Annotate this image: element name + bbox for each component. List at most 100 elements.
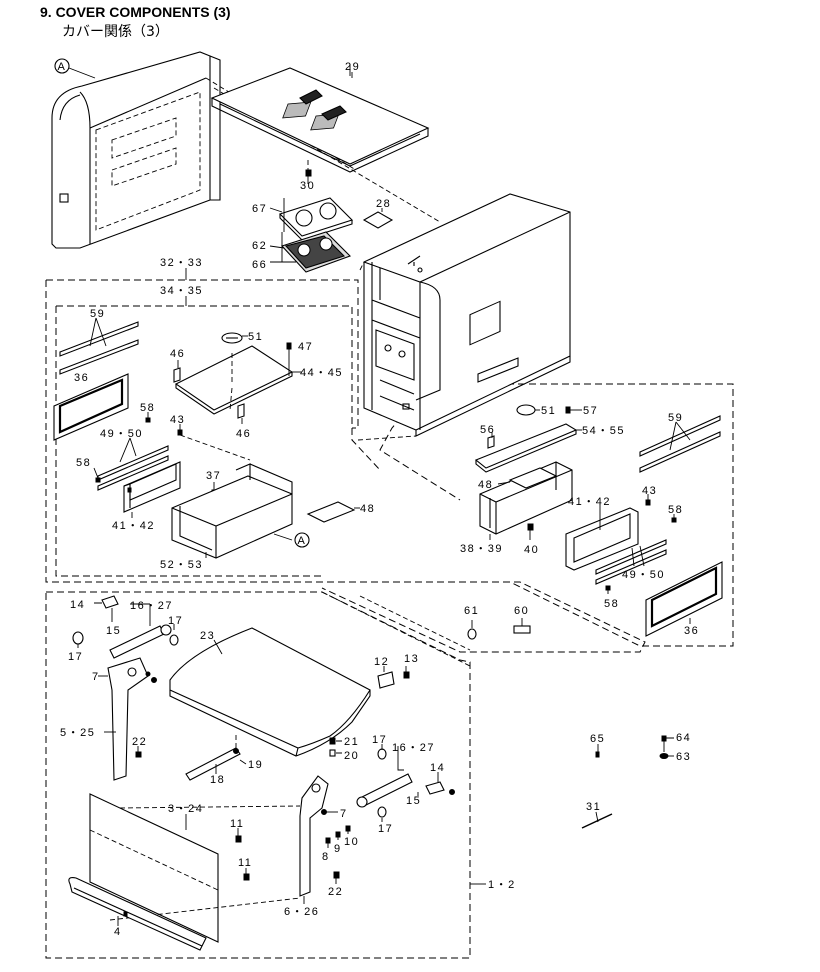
plate-54-55	[474, 423, 582, 473]
label-30: 30	[300, 180, 315, 192]
label-11-top: 11	[230, 818, 244, 830]
main-cabinet-body	[357, 193, 571, 441]
label-3-24: 3・24	[168, 803, 203, 815]
sheet-48-right	[497, 467, 558, 489]
washer-61	[467, 620, 477, 640]
bracket-46-bottom	[237, 403, 245, 424]
label-51-right: 51	[541, 405, 556, 417]
screw-17-right-top	[377, 744, 387, 760]
label-49-50-left: 49・50	[100, 428, 143, 440]
screw-22-left	[135, 746, 142, 758]
label-6-26: 6・26	[284, 906, 319, 918]
label-17-left: 17	[68, 651, 83, 663]
label-16-27-left: 16・27	[130, 600, 173, 612]
label-54-55: 54・55	[582, 425, 625, 437]
label-34-35: 34・35	[160, 285, 203, 297]
screw-13	[403, 666, 410, 679]
screw-7-right	[321, 809, 338, 815]
label-18: 18	[210, 774, 225, 786]
bracket-56	[487, 432, 495, 449]
bracket-41-42-right	[565, 504, 639, 571]
label-16-27-right: 16・27	[392, 742, 435, 754]
group-outlines	[45, 279, 734, 959]
panel-36-left	[53, 373, 129, 441]
label-31: 31	[586, 801, 601, 813]
bars-49-50-right	[595, 539, 667, 585]
ref-marker-a-lower: A	[273, 532, 310, 548]
label-63: 63	[676, 751, 691, 763]
label-43-left: 43	[170, 414, 185, 426]
label-29: 29	[345, 61, 360, 73]
label-65: 65	[590, 733, 605, 745]
label-20: 20	[344, 750, 359, 762]
label-41-42-right: 41・42	[568, 496, 611, 508]
side-arm-6-26	[299, 775, 329, 904]
damper-18-19	[185, 734, 247, 781]
page-subtitle: カバー関係（3）	[62, 24, 169, 40]
strips-59-left	[59, 317, 139, 375]
ref-marker-label-lower: A	[298, 535, 306, 547]
knob-51-right	[516, 404, 540, 416]
label-23: 23	[200, 630, 215, 642]
screw-58-left-top	[145, 412, 151, 423]
plate-44-45	[174, 345, 302, 415]
label-36-right: 36	[684, 625, 699, 637]
label-41-42-left: 41・42	[112, 520, 155, 532]
label-46-top: 46	[170, 348, 185, 360]
label-7-right: 7	[340, 808, 348, 820]
ref-marker-label: A	[58, 61, 66, 73]
label-11-bottom: 11	[238, 857, 252, 869]
screw-11-top	[235, 828, 242, 843]
plate-28	[362, 208, 394, 229]
label-5-25: 5・25	[60, 727, 95, 739]
label-37: 37	[206, 470, 221, 482]
fitting-63-64	[659, 735, 674, 759]
label-59-right: 59	[668, 412, 683, 424]
screw-30	[305, 160, 312, 184]
screw-11-bottom	[243, 868, 250, 881]
gas-spring-right	[356, 746, 413, 808]
fan-guard-62	[269, 231, 351, 273]
hinge-12	[377, 666, 395, 689]
label-15-right: 15	[406, 795, 421, 807]
label-12: 12	[374, 656, 389, 668]
label-58-left-bottom: 58	[76, 457, 91, 469]
label-17-left-top: 17	[168, 615, 183, 627]
label-51-left: 51	[248, 331, 263, 343]
label-67: 67	[252, 203, 267, 215]
label-52-53: 52・53	[160, 559, 203, 571]
label-60: 60	[514, 605, 529, 617]
strips-59-right	[639, 415, 721, 473]
label-14-right: 14	[430, 762, 445, 774]
hinge-14-15-right	[417, 772, 455, 796]
front-panel-3-24	[89, 793, 301, 943]
bracket-46-top	[173, 360, 181, 383]
label-22-right: 22	[328, 886, 343, 898]
label-10: 10	[344, 836, 359, 848]
screw-65	[595, 744, 600, 758]
label-15-left: 15	[106, 625, 121, 637]
ref-marker-a-top: A	[54, 58, 96, 79]
label-64: 64	[676, 732, 691, 744]
part-31	[581, 811, 613, 829]
sheet-48-left	[306, 501, 360, 523]
label-58-left-top: 58	[140, 402, 155, 414]
screw-22-right	[333, 871, 340, 884]
screws-8-9-10	[325, 825, 351, 848]
label-40: 40	[524, 544, 539, 556]
label-32-33: 32・33	[160, 257, 203, 269]
label-46-bottom: 46	[236, 428, 251, 440]
screw-43-right	[645, 494, 651, 506]
label-59-left: 59	[90, 308, 105, 320]
label-61: 61	[464, 605, 479, 617]
screw-58-right-top	[671, 514, 677, 523]
lid-23	[169, 627, 371, 757]
label-49-50-right: 49・50	[622, 569, 665, 581]
label-58-right-top: 58	[668, 504, 683, 516]
label-14-left: 14	[70, 599, 85, 611]
top-cover-29	[210, 64, 430, 173]
knob-51-left	[221, 332, 248, 344]
label-7-left: 7	[92, 671, 100, 683]
